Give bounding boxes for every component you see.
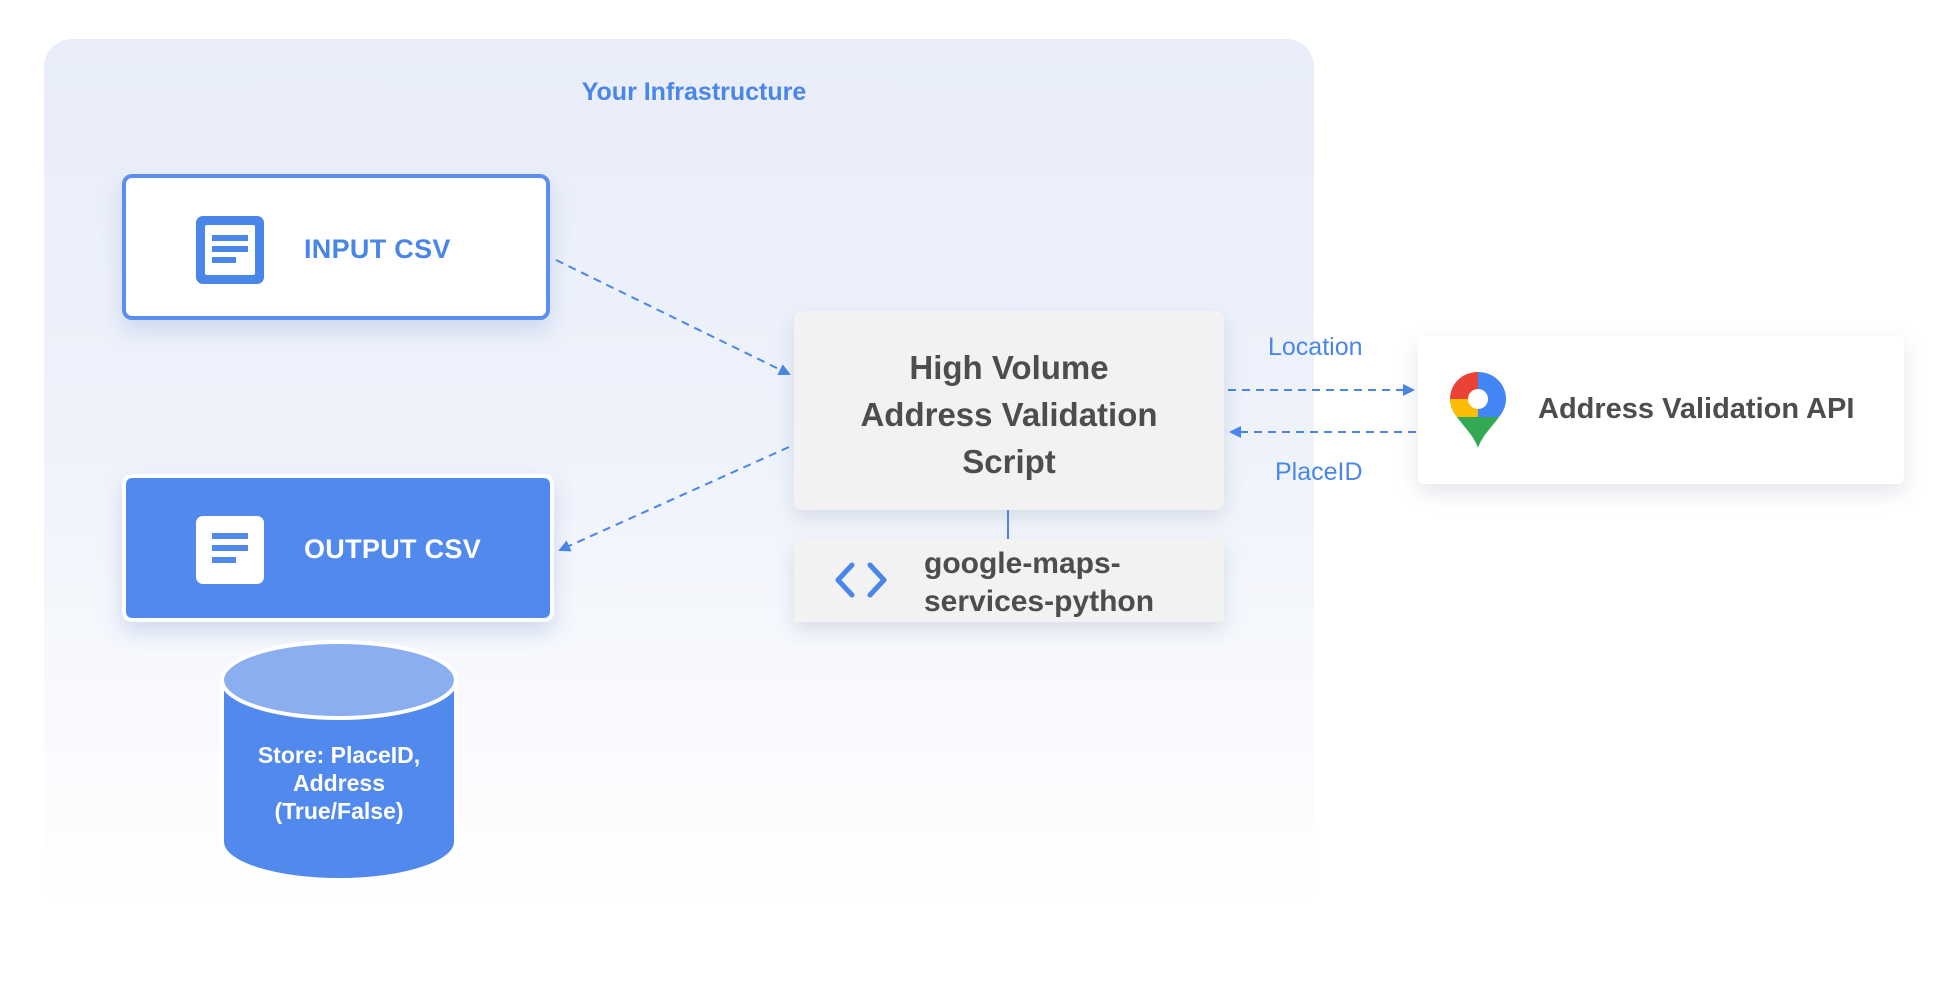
document-icon — [196, 516, 264, 584]
library-label: google-maps- services-python — [924, 545, 1214, 621]
script-title: High Volume Address Validation Script — [794, 344, 1224, 485]
store-label-line: Address — [292, 770, 386, 796]
arrow-input-to-script — [555, 259, 791, 375]
script-node: High Volume Address Validation Script — [794, 311, 1224, 510]
store-label: Store: PlaceID, Address (True/False) — [218, 741, 460, 825]
infrastructure-title: Your Infrastructure — [581, 78, 807, 106]
google-maps-pin-icon — [1450, 372, 1506, 448]
script-title-line: Address Validation — [860, 396, 1158, 433]
output-csv-node: OUTPUT CSV — [122, 474, 554, 622]
store-label-line: Store: PlaceID, — [257, 742, 421, 768]
library-node: google-maps- services-python — [794, 539, 1224, 622]
script-title-line: High Volume — [909, 349, 1109, 386]
location-label: Location — [1268, 333, 1363, 361]
api-node: Address Validation API — [1418, 336, 1904, 484]
code-icon — [835, 562, 887, 598]
store-label-line: (True/False) — [274, 798, 404, 824]
output-csv-label: OUTPUT CSV — [304, 534, 482, 564]
arrow-script-to-output — [558, 446, 790, 552]
script-library-connector — [1007, 510, 1009, 539]
library-label-line: google-maps- — [924, 547, 1121, 580]
input-csv-label: INPUT CSV — [304, 234, 451, 264]
input-csv-node: INPUT CSV — [122, 174, 550, 320]
script-title-line: Script — [962, 443, 1056, 480]
document-icon — [196, 216, 264, 284]
api-label: Address Validation API — [1538, 393, 1855, 425]
library-label-line: services-python — [924, 585, 1155, 618]
placeid-label: PlaceID — [1275, 458, 1363, 486]
database-icon — [220, 640, 458, 882]
